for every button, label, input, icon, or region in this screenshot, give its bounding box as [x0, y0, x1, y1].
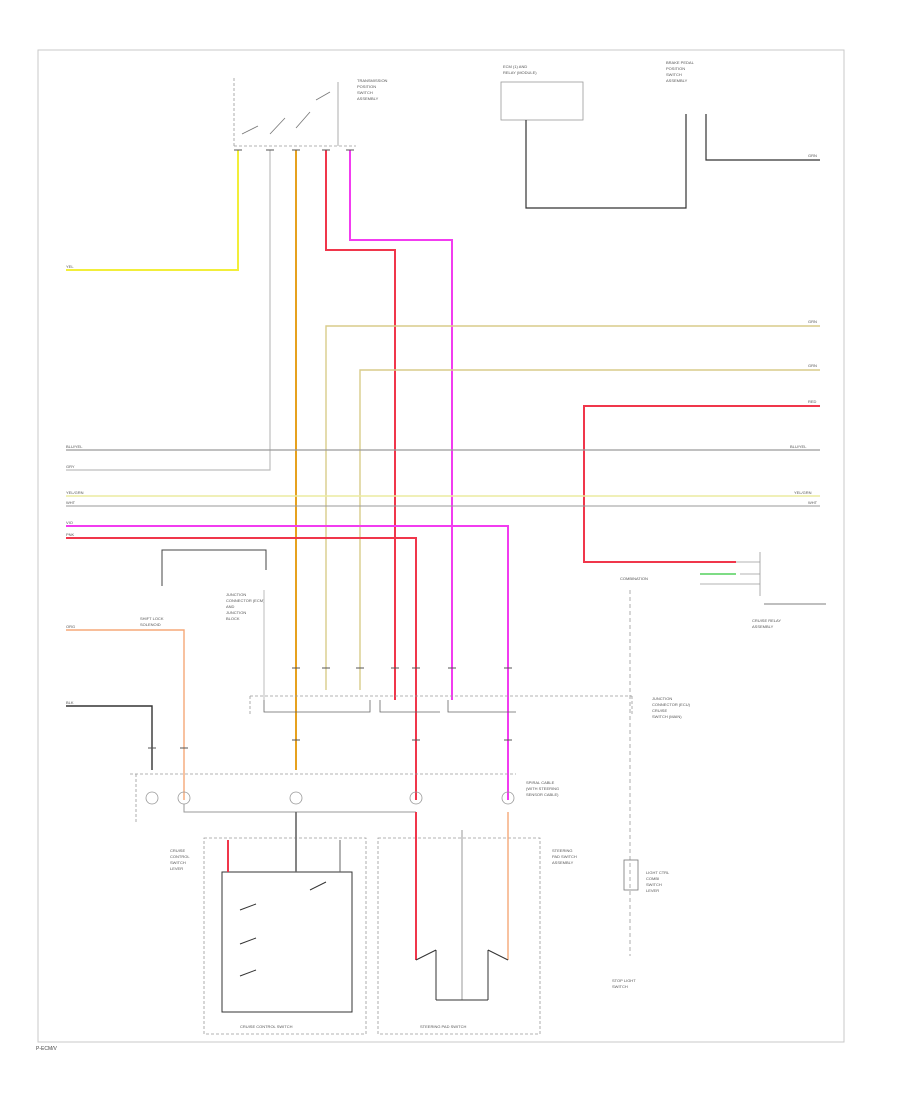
connector-ticks — [148, 149, 512, 749]
junction-left-5: BLOCK — [226, 616, 240, 621]
light-ctrl-2: COMBI — [646, 876, 659, 881]
brake-top-label-3: SWITCH — [666, 72, 682, 77]
wire-magenta — [349, 150, 453, 700]
junction-right-label-3: CRUISE — [652, 708, 667, 713]
spiral-label-3: SENSOR CABLE) — [526, 792, 559, 797]
light-ctrl-3: SWITCH — [646, 882, 662, 887]
wire-label-gry: GRY — [66, 464, 75, 469]
wire-pink-red — [66, 537, 417, 800]
brake-top-label-4: ASSEMBLY — [666, 78, 688, 83]
stop-light-label-2: SWITCH — [612, 984, 628, 989]
combination-label: COMBINATION — [620, 576, 648, 581]
steering-pad-label-2: PAD SWITCH — [552, 854, 577, 859]
brake-top-label-2: POSITION — [666, 66, 685, 71]
brake-pedal-switch-top: BRAKE PEDAL POSITION SWITCH ASSEMBLY GRN — [666, 60, 820, 161]
wire-black — [66, 705, 153, 770]
light-ctrl-box — [623, 859, 639, 891]
wire-lightorange — [66, 629, 185, 800]
wire-label-vio: VIO — [66, 520, 73, 525]
wire-label-org: ORG — [66, 624, 75, 629]
cruise-ctrl-label-4: LEVER — [170, 866, 183, 871]
wire-grey-a — [66, 150, 271, 471]
stop-light-label-1: STOP LIGHT — [612, 978, 636, 983]
shift-lock-label-2: SOLENOID — [140, 622, 161, 627]
junction-connector-left: JUNCTION CONNECTOR (ECM) AND JUNCTION BL… — [226, 590, 265, 700]
cruise-control-switch-box: CRUISE CONTROL SWITCH LEVER CRUISE CONTR… — [170, 812, 367, 1035]
wire-label-blk: BLK — [66, 700, 74, 705]
cruise-ctrl-label-2: CONTROL — [170, 854, 190, 859]
cruise-ctrl-label-3: SWITCH — [170, 860, 186, 865]
light-ctrl-4: LEVER — [646, 888, 659, 893]
wire-label-ylwgrn-r: YEL/GRN — [794, 490, 812, 495]
spiral-label-2: (WITH STEERING — [526, 786, 559, 791]
junction-left-2: CONNECTOR (ECM) — [226, 598, 265, 603]
junction-left-1: JUNCTION — [226, 592, 246, 597]
wire-label-bluyel: BLU/YEL — [66, 444, 83, 449]
wire-label-tan-2: GRN — [808, 363, 817, 368]
junction-right-label-4: SWITCH (MAIN) — [652, 714, 682, 719]
diagram-frame — [37, 49, 845, 1043]
steering-pad-box-label: STEERING PAD SWITCH — [420, 1024, 466, 1029]
junction-inner — [263, 700, 516, 713]
wire-red — [325, 150, 396, 700]
relay-top-label-2: RELAY (MODULE) — [503, 70, 537, 75]
light-ctrl-1: LIGHT CTRL — [646, 870, 670, 875]
relay-top-label-1: ECM (1) AND — [503, 64, 527, 69]
wire-grey-spiral — [183, 804, 416, 813]
wire-magenta-2 — [66, 525, 509, 800]
wire-label-pnk: PNK — [66, 532, 75, 537]
wire-tan-2 — [359, 369, 820, 690]
transmission-switch: TRANSMISSION POSITION SWITCH ASSEMBLY — [233, 78, 388, 147]
cruise-relay-label-1: CRUISE RELAY — [752, 618, 781, 623]
wire-label-bluyel-r: BLU/YEL — [790, 444, 807, 449]
cruise-ctrl-label-1: CRUISE — [170, 848, 185, 853]
junction-right-label-1: JUNCTION — [652, 696, 672, 701]
cruise-main-box-label: CRUISE CONTROL SWITCH — [240, 1024, 293, 1029]
junction-dash-bar — [249, 695, 633, 716]
junction-left-3: AND — [226, 604, 235, 609]
wire-label-grn-top: GRN — [808, 153, 817, 158]
junction-left-4: JUNCTION — [226, 610, 246, 615]
shift-lock-solenoid: SHIFT LOCK SOLENOID — [140, 549, 267, 627]
spiral-label-1: SPIRAL CABLE — [526, 780, 555, 785]
wire-label-wht: WHT — [66, 500, 76, 505]
wire-label-tan-1: GRN — [808, 319, 817, 324]
wire-label-red-right: RED — [808, 399, 817, 404]
wire-red-right — [583, 405, 820, 563]
ecm-relay-top: ECM (1) AND RELAY (MODULE) — [500, 64, 687, 209]
transmission-label-3: SWITCH — [357, 90, 373, 95]
steering-pad-switch-box: STEERING PAD SWITCH ASSEMBLY STEERING PA… — [377, 812, 577, 1035]
brake-top-label-1: BRAKE PEDAL — [666, 60, 695, 65]
footer-code: P-ECM/V — [36, 1046, 57, 1052]
cruise-relay-assembly: CRUISE RELAY ASSEMBLY COMBINATION — [620, 552, 826, 629]
wire-yellow — [66, 150, 239, 271]
transmission-label-1: TRANSMISSION — [357, 78, 388, 83]
shift-lock-label-1: SHIFT LOCK — [140, 616, 164, 621]
wire-label-ylw: YEL — [66, 264, 74, 269]
transmission-label-2: POSITION — [357, 84, 376, 89]
wire-label-ylwgrn: YEL/GRN — [66, 490, 84, 495]
wire-tan-1 — [325, 325, 820, 690]
junction-right-label-2: CONNECTOR (ECU) — [652, 702, 691, 707]
steering-pad-label-1: STEERING — [552, 848, 572, 853]
steering-pad-label-3: ASSEMBLY — [552, 860, 574, 865]
wire-label-wht-r: WHT — [808, 500, 818, 505]
transmission-label-4: ASSEMBLY — [357, 96, 379, 101]
spiral-cable-terminals — [145, 791, 515, 805]
cruise-relay-label-2: ASSEMBLY — [752, 624, 774, 629]
